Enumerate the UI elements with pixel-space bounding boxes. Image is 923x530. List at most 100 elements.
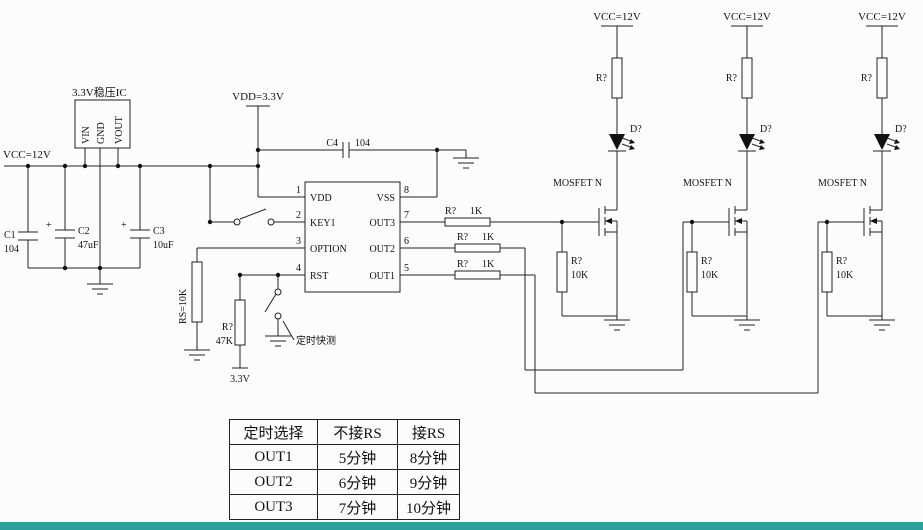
table-cell: 5分钟	[317, 444, 398, 470]
pin-name-rst: RST	[310, 271, 328, 282]
out3-1k-value: 1K	[470, 206, 483, 217]
c1-value: 104	[4, 244, 19, 255]
channel2-mosfet: MOSFET N	[683, 178, 742, 236]
out2-1k-name: R?	[457, 232, 469, 243]
out2-1k-value: 1K	[482, 232, 495, 243]
pin-name-out2: OUT2	[369, 244, 395, 255]
c1-name: C1	[4, 230, 16, 241]
key1-switch-terminal	[233, 218, 241, 226]
pin-number-6: 6	[404, 236, 409, 247]
ground-symbol-test-switch	[265, 335, 291, 347]
table-cell: 8分钟	[397, 444, 460, 470]
c2-name: C2	[78, 226, 90, 237]
junction-dots	[25, 147, 830, 278]
pin-number-7: 7	[404, 210, 409, 221]
regulator-pin-vin: VIN	[81, 126, 92, 144]
ground-symbol-rs	[184, 349, 210, 361]
rst-pullup-resistor	[234, 299, 246, 346]
ground-symbol-channel3	[869, 319, 895, 331]
test-switch-lever	[264, 293, 277, 313]
output-channel-2: VCC=12V R? D? MO	[683, 11, 772, 331]
channel2-led	[738, 134, 765, 152]
output-routing-wires	[500, 222, 819, 394]
rst-circuit: R? 47K 3.3V 定时快测	[216, 274, 336, 385]
channel1-mosfet-label: MOSFET N	[553, 178, 602, 189]
channel3-led	[873, 134, 900, 152]
table-header-no-rs: 不接RS	[317, 419, 398, 445]
rs-resistor-label: RS=10K	[178, 288, 189, 324]
channel2-drain-resistor	[741, 57, 753, 99]
pin-name-option: OPTION	[310, 244, 347, 255]
channel1-pulldown-resistor	[556, 251, 568, 293]
output-channel-3: VCC=12V R? D? MO	[818, 11, 907, 331]
regulator-pin-wires	[84, 148, 119, 284]
out3-1k-resistor	[444, 217, 491, 227]
channel3-drain-resistor	[876, 57, 888, 99]
channel2-mosfet-label: MOSFET N	[683, 178, 732, 189]
channel2-led-label: D?	[760, 124, 772, 135]
ground-symbol-channel1	[604, 319, 630, 331]
regulator-body	[74, 99, 131, 149]
channel3-mosfet-label: MOSFET N	[818, 178, 867, 189]
capacitor-c4: C4 104	[326, 138, 370, 158]
vcc-input-label: VCC=12V	[3, 149, 51, 161]
rst-resistor-value: 47K	[216, 336, 234, 347]
key1-switch-terminal	[267, 218, 275, 226]
option-rs-circuit: RS=10K	[178, 247, 305, 361]
channel2-wires	[683, 25, 763, 320]
channel2-pulldown-value: 10K	[701, 270, 719, 281]
test-switch-terminal	[274, 312, 282, 320]
table-cell: OUT3	[229, 494, 318, 520]
table-cell: 9分钟	[397, 469, 460, 495]
pin-number-8: 8	[404, 185, 409, 196]
ground-symbol-regulator	[87, 283, 113, 295]
timing-table-header-row: 定时选择 不接RS 接RS	[229, 419, 460, 445]
channel3-pulldown-resistor	[821, 251, 833, 293]
out1-1k-value: 1K	[482, 259, 495, 270]
channel2-pulldown-resistor	[686, 251, 698, 293]
main-ic-body	[304, 181, 401, 293]
out3-1k-name: R?	[445, 206, 457, 217]
c3-plus-sign: +	[121, 220, 127, 231]
pin-number-5: 5	[404, 263, 409, 274]
regulator-pin-gnd: GND	[96, 122, 107, 144]
c4-name: C4	[326, 138, 338, 149]
pin-name-vdd: VDD	[310, 193, 332, 204]
pin-name-out1: OUT1	[369, 271, 395, 282]
channel1-vcc-label: VCC=12V	[593, 11, 641, 23]
rst-pullup-rail-label: 3.3V	[230, 374, 251, 385]
channel1-mosfet: MOSFET N	[553, 178, 612, 236]
channel3-mosfet: MOSFET N	[818, 178, 877, 236]
capacitor-c2: + C2 47uF	[46, 166, 99, 268]
table-header-select: 定时选择	[229, 419, 318, 445]
power-rail-wires	[4, 165, 258, 269]
out2-1k-resistor	[454, 243, 501, 253]
channel3-led-label: D?	[895, 124, 907, 135]
vdd-rail-label: VDD=3.3V	[232, 91, 284, 103]
bottom-teal-strip	[0, 522, 923, 530]
rst-resistor-name: R?	[222, 322, 234, 333]
channel3-vcc-label: VCC=12V	[858, 11, 906, 23]
pin-name-key1: KEY1	[310, 218, 336, 229]
table-row-out3: OUT3 7分钟 10分钟	[229, 494, 460, 520]
ground-symbol-vss	[453, 157, 479, 169]
channel1-pulldown-value: 10K	[571, 270, 589, 281]
table-row-out1: OUT1 5分钟 8分钟	[229, 444, 460, 470]
c4-value: 104	[355, 138, 370, 149]
capacitor-c3: + C3 10uF	[121, 166, 174, 268]
key1-switch	[209, 166, 305, 226]
pin-number-1: 1	[296, 185, 301, 196]
table-header-with-rs: 接RS	[397, 419, 460, 445]
table-row-out2: OUT2 6分钟 9分钟	[229, 469, 460, 495]
out1-1k-resistor	[454, 270, 501, 280]
channel1-resistor-label: R?	[596, 73, 608, 84]
channel2-vcc-label: VCC=12V	[723, 11, 771, 23]
table-cell: OUT2	[229, 469, 318, 495]
pin-name-out3: OUT3	[369, 218, 395, 229]
channel1-drain-resistor	[611, 57, 623, 99]
pin-number-4: 4	[296, 263, 301, 274]
pin-number-2: 2	[296, 210, 301, 221]
c2-plus-sign: +	[46, 220, 52, 231]
capacitor-c1: C1 104	[4, 166, 38, 268]
